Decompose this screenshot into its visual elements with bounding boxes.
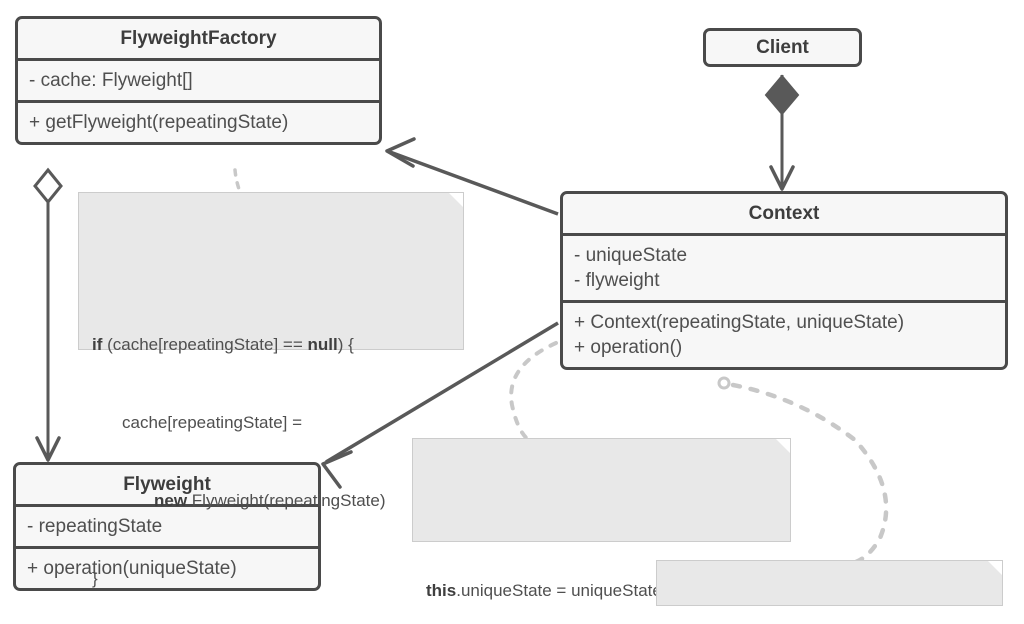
note-fold-icon <box>449 193 463 207</box>
edge-factory-to-flyweight <box>33 167 63 462</box>
class-box-client[interactable]: Client <box>703 28 862 67</box>
note-flyweightfactory-code: if (cache[repeatingState] == null) { cac… <box>78 192 464 588</box>
class-operation-context-constructor: + Context(repeatingState, uniqueState) <box>574 312 905 333</box>
class-box-context[interactable]: Context - uniqueState - flyweight + Cont… <box>560 191 1008 370</box>
note-body-factory-code: if (cache[repeatingState] == null) { cac… <box>92 335 386 588</box>
class-attribute-uniquestate: - uniqueState <box>574 245 688 266</box>
note-fold-icon <box>776 439 790 453</box>
class-title-flyweight: Flyweight <box>123 474 211 495</box>
note-fold-icon <box>988 561 1002 575</box>
note-link-context-constructor <box>509 341 558 443</box>
class-operation-operation: + operation() <box>574 337 683 358</box>
class-title-client: Client <box>756 37 809 58</box>
class-operation-getflyweight: + getFlyweight(repeatingState) <box>18 100 379 142</box>
class-attribute-repeatingstate: - repeatingState <box>16 504 318 546</box>
note-body-context-constructor: this.uniqueState = uniqueState this.flyw… <box>426 581 662 600</box>
edge-client-to-context <box>764 74 800 191</box>
class-operations-context: + Context(repeatingState, uniqueState) +… <box>563 300 1005 367</box>
note-context-operation-code: flyweight.operation(uniqueState) <box>656 560 1003 606</box>
class-title-context: Context <box>748 203 820 224</box>
class-box-flyweight[interactable]: Flyweight - repeatingState + operation(u… <box>13 462 321 591</box>
class-attribute-cache: - cache: Flyweight[] <box>18 58 379 100</box>
class-operation-flyweight-operation: + operation(uniqueState) <box>16 546 318 588</box>
note-context-constructor-code: this.uniqueState = uniqueState this.flyw… <box>412 438 791 600</box>
class-attribute-flyweight: - flyweight <box>574 270 660 291</box>
note-link-factory-code <box>233 168 242 194</box>
class-box-flyweightfactory[interactable]: FlyweightFactory - cache: Flyweight[] + … <box>15 16 382 145</box>
class-attributes-context: - uniqueState - flyweight <box>563 233 1005 300</box>
class-title-flyweightfactory: FlyweightFactory <box>120 28 277 49</box>
